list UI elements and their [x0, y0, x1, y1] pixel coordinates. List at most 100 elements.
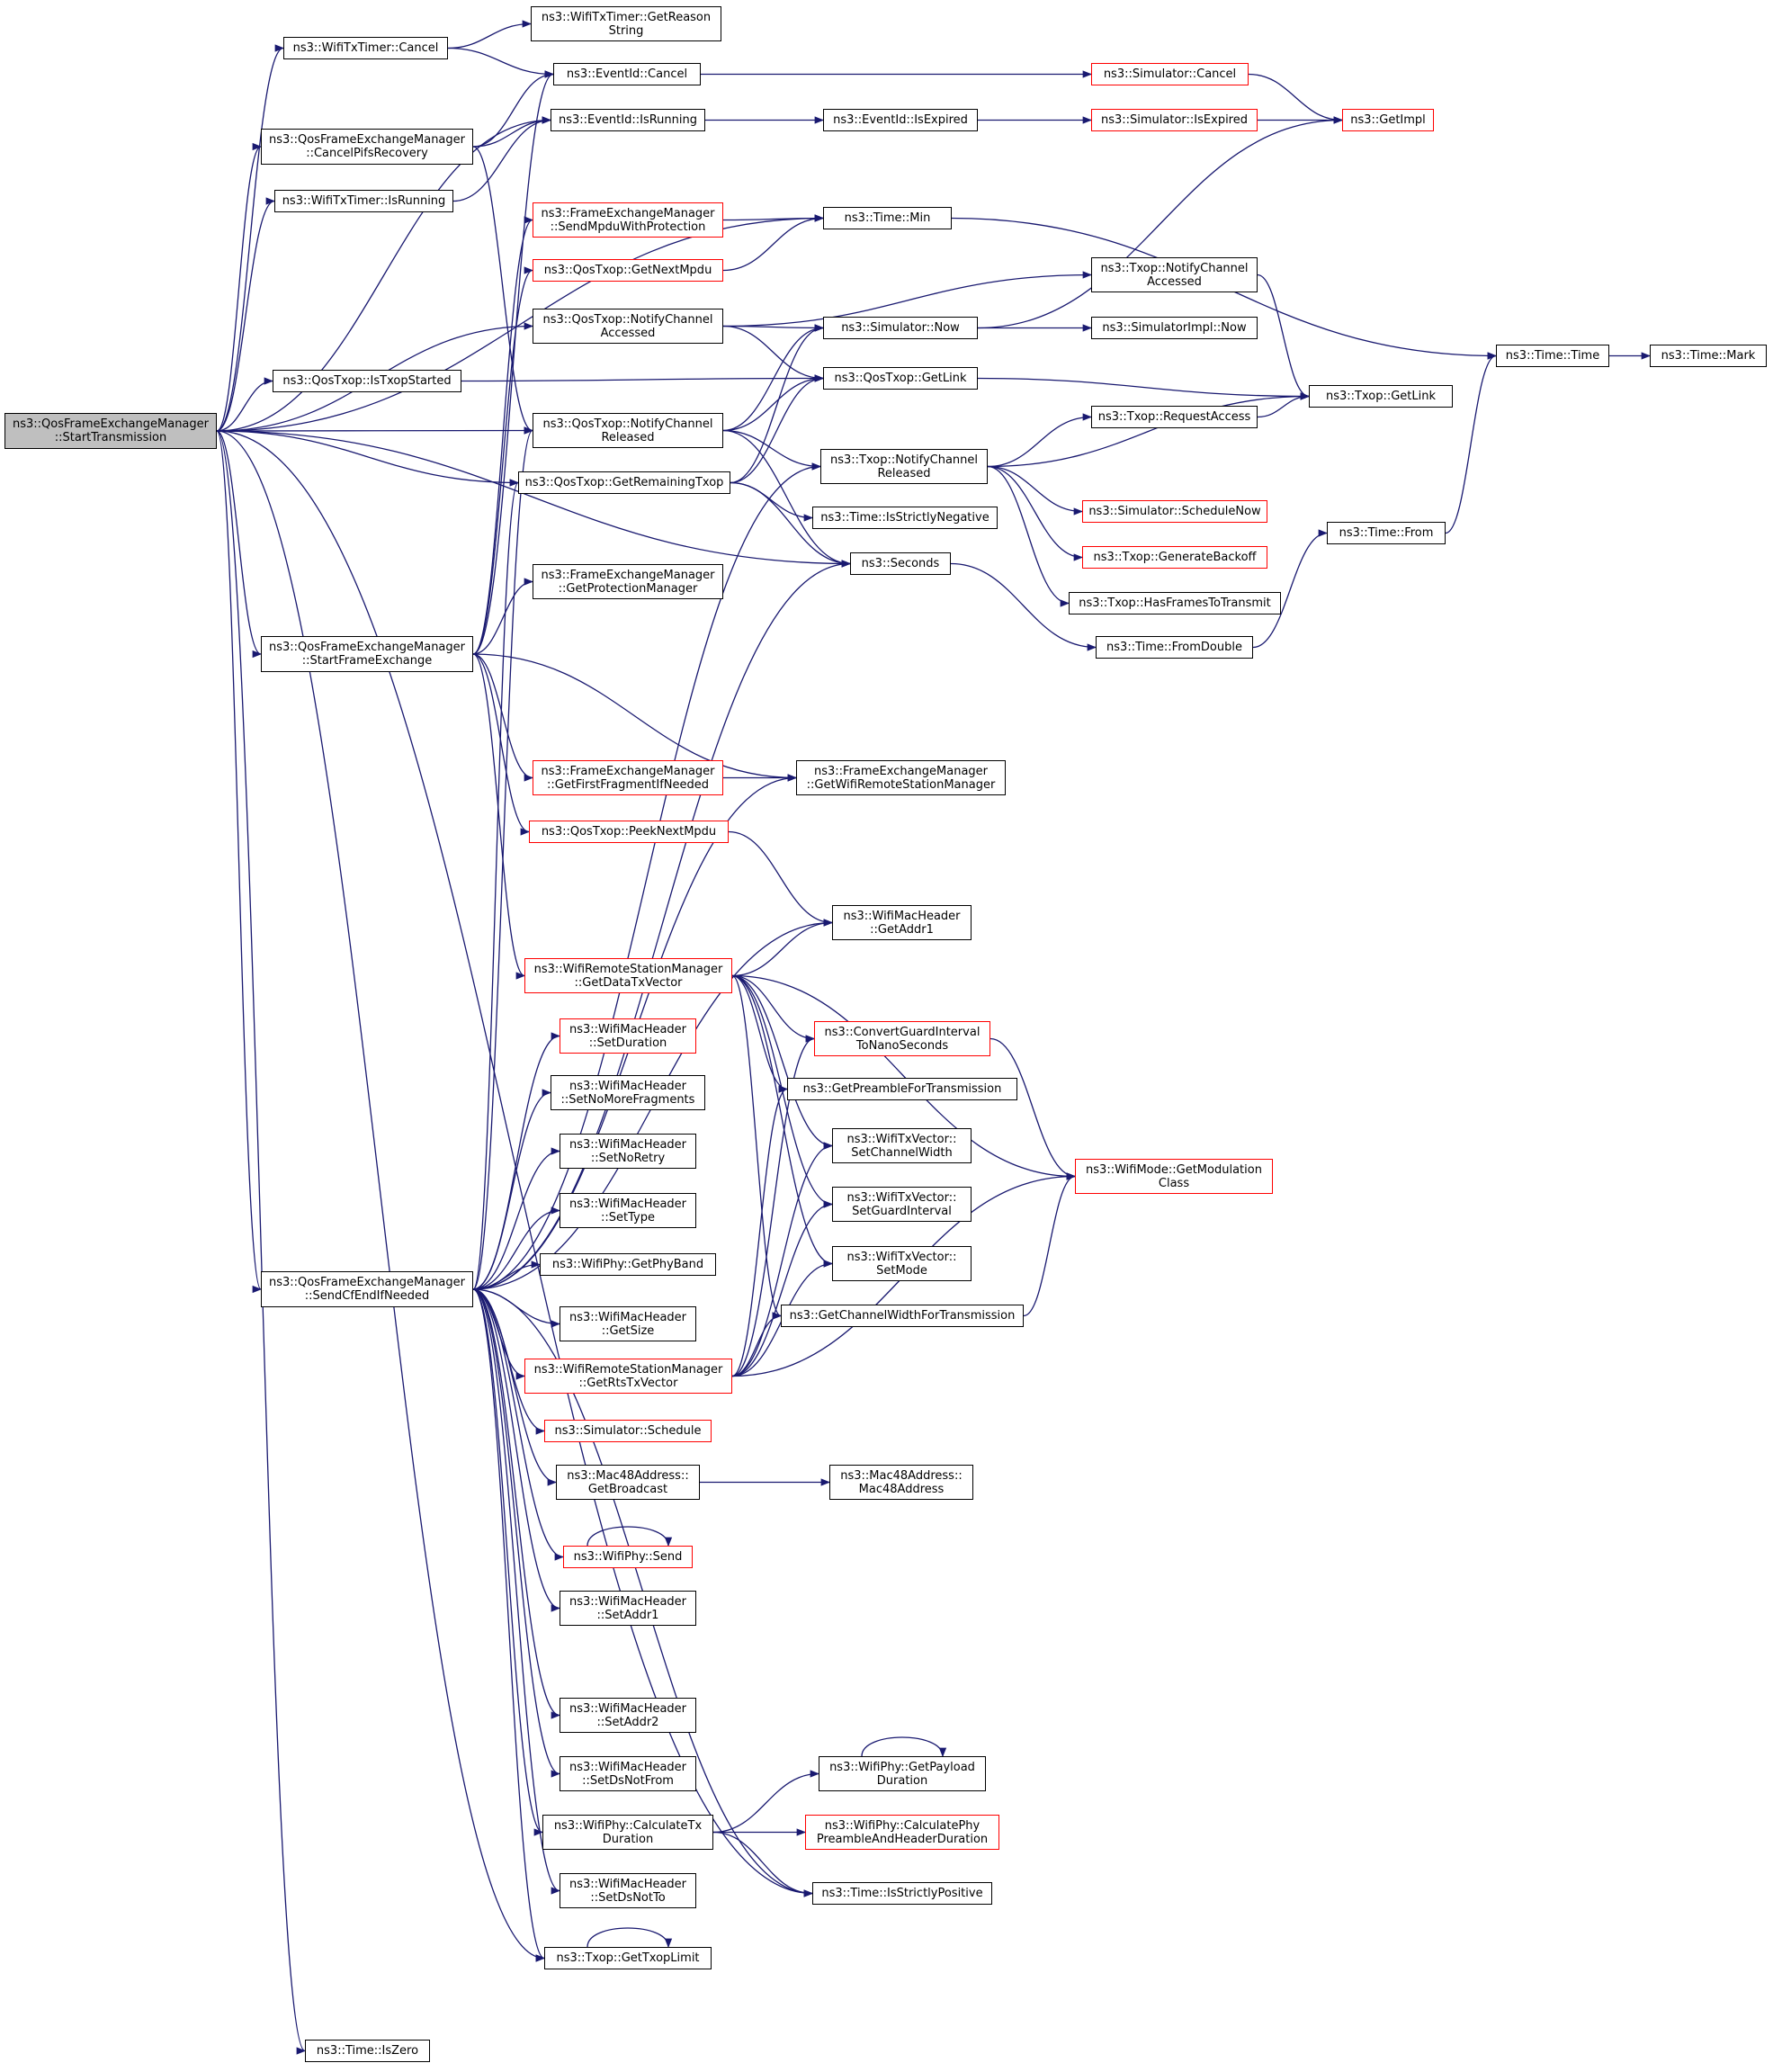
edge-send-cfend-to-set-dsnotto [472, 1288, 561, 1895]
node-seconds[interactable]: ns3::Seconds [850, 552, 951, 575]
node-label-line: ns3::Simulator::IsExpired [1100, 113, 1248, 127]
edge-start-tx-to-event-running [216, 116, 552, 432]
node-time-min[interactable]: ns3::Time::Min [823, 207, 952, 229]
node-get-broadcast[interactable]: ns3::Mac48Address::GetBroadcast [556, 1465, 700, 1500]
node-get-size[interactable]: ns3::WifiMacHeader::GetSize [560, 1306, 696, 1341]
node-data-txvec[interactable]: ns3::WifiRemoteStationManager::GetDataTx… [524, 958, 732, 993]
node-set-mode[interactable]: ns3::WifiTxVector::SetMode [832, 1246, 972, 1281]
node-label-line: SetChannelWidth [851, 1145, 953, 1160]
node-set-nomorefrag[interactable]: ns3::WifiMacHeader::SetNoMoreFragments [551, 1075, 705, 1110]
node-set-type[interactable]: ns3::WifiMacHeader::SetType [560, 1193, 696, 1228]
node-sim-expired[interactable]: ns3::Simulator::IsExpired [1091, 109, 1258, 131]
node-event-running[interactable]: ns3::EventId::IsRunning [551, 109, 705, 131]
node-chwidth-tx[interactable]: ns3::GetChannelWidthForTransmission [781, 1305, 1024, 1327]
node-get-rsm[interactable]: ns3::FrameExchangeManager::GetWifiRemote… [796, 760, 1006, 795]
node-label-line: ns3::QosFrameExchangeManager [268, 1276, 465, 1289]
node-set-addr1[interactable]: ns3::WifiMacHeader::SetAddr1 [560, 1591, 696, 1626]
node-is-zero[interactable]: ns3::Time::IsZero [305, 2040, 430, 2062]
node-strictly-pos[interactable]: ns3::Time::IsStrictlyPositive [812, 1882, 992, 1905]
node-rts-txvec[interactable]: ns3::WifiRemoteStationManager::GetRtsTxV… [524, 1359, 732, 1394]
node-preamble[interactable]: ns3::GetPreambleForTransmission [787, 1078, 1017, 1100]
node-get-prot-mgr[interactable]: ns3::FrameExchangeManager::GetProtection… [533, 564, 723, 599]
edge-peek-next-to-get-addr1 [728, 830, 834, 927]
node-sim-cancel[interactable]: ns3::Simulator::Cancel [1091, 63, 1249, 85]
node-timer-running[interactable]: ns3::WifiTxTimer::IsRunning [274, 190, 453, 212]
node-cancel-pifs[interactable]: ns3::QosFrameExchangeManager::CancelPifs… [261, 129, 473, 165]
node-sim-now[interactable]: ns3::Simulator::Now [823, 317, 978, 339]
node-set-gi[interactable]: ns3::WifiTxVector::SetGuardInterval [832, 1187, 972, 1222]
node-label-line: ns3::Seconds [861, 557, 940, 570]
node-start-fe[interactable]: ns3::QosFrameExchangeManager::StartFrame… [261, 636, 473, 672]
node-mac48[interactable]: ns3::Mac48Address::Mac48Address [829, 1465, 973, 1500]
node-label-line: ns3::WifiMacHeader [569, 1022, 687, 1036]
edge-send-cfend-to-get-phyband [472, 1260, 542, 1290]
node-txop-get-link[interactable]: ns3::Txop::GetLink [1309, 385, 1453, 408]
node-get-remaining[interactable]: ns3::QosTxop::GetRemainingTxop [518, 471, 730, 494]
node-set-addr2[interactable]: ns3::WifiMacHeader::SetAddr2 [560, 1698, 696, 1733]
node-send-cfend[interactable]: ns3::QosFrameExchangeManager::SendCfEndI… [261, 1271, 473, 1307]
edge-get-next-mpdu-to-time-min [722, 214, 825, 272]
node-simimpl-now[interactable]: ns3::SimulatorImpl::Now [1091, 317, 1258, 339]
node-first-frag[interactable]: ns3::FrameExchangeManager::GetFirstFragm… [533, 760, 723, 795]
node-request-access[interactable]: ns3::Txop::RequestAccess [1091, 406, 1258, 428]
node-label-line: ns3::Time::Time [1505, 349, 1600, 363]
node-schedule-now[interactable]: ns3::Simulator::ScheduleNow [1082, 500, 1267, 523]
node-event-cancel[interactable]: ns3::EventId::Cancel [553, 63, 701, 85]
edge-send-cfend-to-get-txoplimit [472, 1288, 546, 1962]
node-label-line: ::GetRtsTxVector [578, 1376, 678, 1390]
node-send-mpdu-prot[interactable]: ns3::FrameExchangeManager::SendMpduWithP… [533, 202, 723, 238]
edge-send-cfend-to-set-dsnotfrom [472, 1288, 561, 1778]
edge-time-from-to-time-time [1445, 352, 1498, 534]
node-set-chwidth[interactable]: ns3::WifiTxVector::SetChannelWidth [832, 1128, 972, 1163]
node-get-txoplimit[interactable]: ns3::Txop::GetTxopLimit [544, 1947, 712, 1969]
node-label-line: ns3::WifiTxVector:: [846, 1132, 957, 1146]
node-time-mark[interactable]: ns3::Time::Mark [1650, 345, 1767, 367]
node-start-tx[interactable]: ns3::QosFrameExchangeManager::StartTrans… [4, 413, 217, 449]
node-time-time[interactable]: ns3::Time::Time [1496, 345, 1609, 367]
edge-start-fe-to-get-prot-mgr [472, 578, 534, 655]
node-peek-next[interactable]: ns3::QosTxop::PeekNextMpdu [529, 821, 729, 843]
node-label-line: ns3::Txop::NotifyChannel [1100, 261, 1249, 275]
edge-data-txvec-to-set-chwidth [731, 974, 834, 1150]
edge-from-double-to-time-from [1252, 529, 1329, 649]
node-sim-schedule[interactable]: ns3::Simulator::Schedule [544, 1420, 712, 1442]
node-set-noretry[interactable]: ns3::WifiMacHeader::SetNoRetry [560, 1134, 696, 1169]
node-label-line: ns3::WifiMacHeader [569, 1137, 687, 1152]
node-label-line: ns3::WifiPhy::Send [573, 1550, 683, 1564]
edge-conv-gi-to-get-modclass [989, 1037, 1077, 1180]
node-from-double[interactable]: ns3::Time::FromDouble [1096, 636, 1253, 659]
node-label-line: ns3::Simulator::Schedule [554, 1424, 702, 1438]
node-timer-cancel[interactable]: ns3::WifiTxTimer::Cancel [283, 37, 448, 59]
edge-start-tx-to-seconds [216, 430, 852, 568]
node-set-dsnotto[interactable]: ns3::WifiMacHeader::SetDsNotTo [560, 1873, 696, 1908]
node-label-line: ns3::Time::Min [844, 211, 931, 225]
node-get-phyband[interactable]: ns3::WifiPhy::GetPhyBand [540, 1253, 716, 1276]
node-set-dsnotfrom[interactable]: ns3::WifiMacHeader::SetDsNotFrom [560, 1756, 696, 1791]
node-label-line: ns3::EventId::IsRunning [558, 113, 697, 127]
node-get-addr1[interactable]: ns3::WifiMacHeader::GetAddr1 [832, 905, 972, 940]
node-label-line: String [608, 23, 644, 38]
node-strictly-neg[interactable]: ns3::Time::IsStrictlyNegative [812, 507, 998, 529]
node-qos-get-link[interactable]: ns3::QosTxop::GetLink [823, 367, 978, 390]
node-set-duration[interactable]: ns3::WifiMacHeader::SetDuration [560, 1018, 696, 1054]
node-is-txop-started[interactable]: ns3::QosTxop::IsTxopStarted [273, 370, 461, 392]
node-time-from[interactable]: ns3::Time::From [1327, 522, 1446, 544]
node-event-expired[interactable]: ns3::EventId::IsExpired [823, 109, 978, 131]
node-label-line: ::GetDataTxVector [574, 975, 683, 990]
node-get-next-mpdu[interactable]: ns3::QosTxop::GetNextMpdu [533, 259, 723, 282]
node-has-frames[interactable]: ns3::Txop::HasFramesToTransmit [1069, 592, 1281, 614]
node-phy-send[interactable]: ns3::WifiPhy::Send [563, 1546, 693, 1568]
edge-get-remaining-to-strictly-neg [730, 481, 814, 522]
node-get-impl[interactable]: ns3::GetImpl [1342, 109, 1434, 131]
node-gen-backoff[interactable]: ns3::Txop::GenerateBackoff [1082, 546, 1267, 569]
